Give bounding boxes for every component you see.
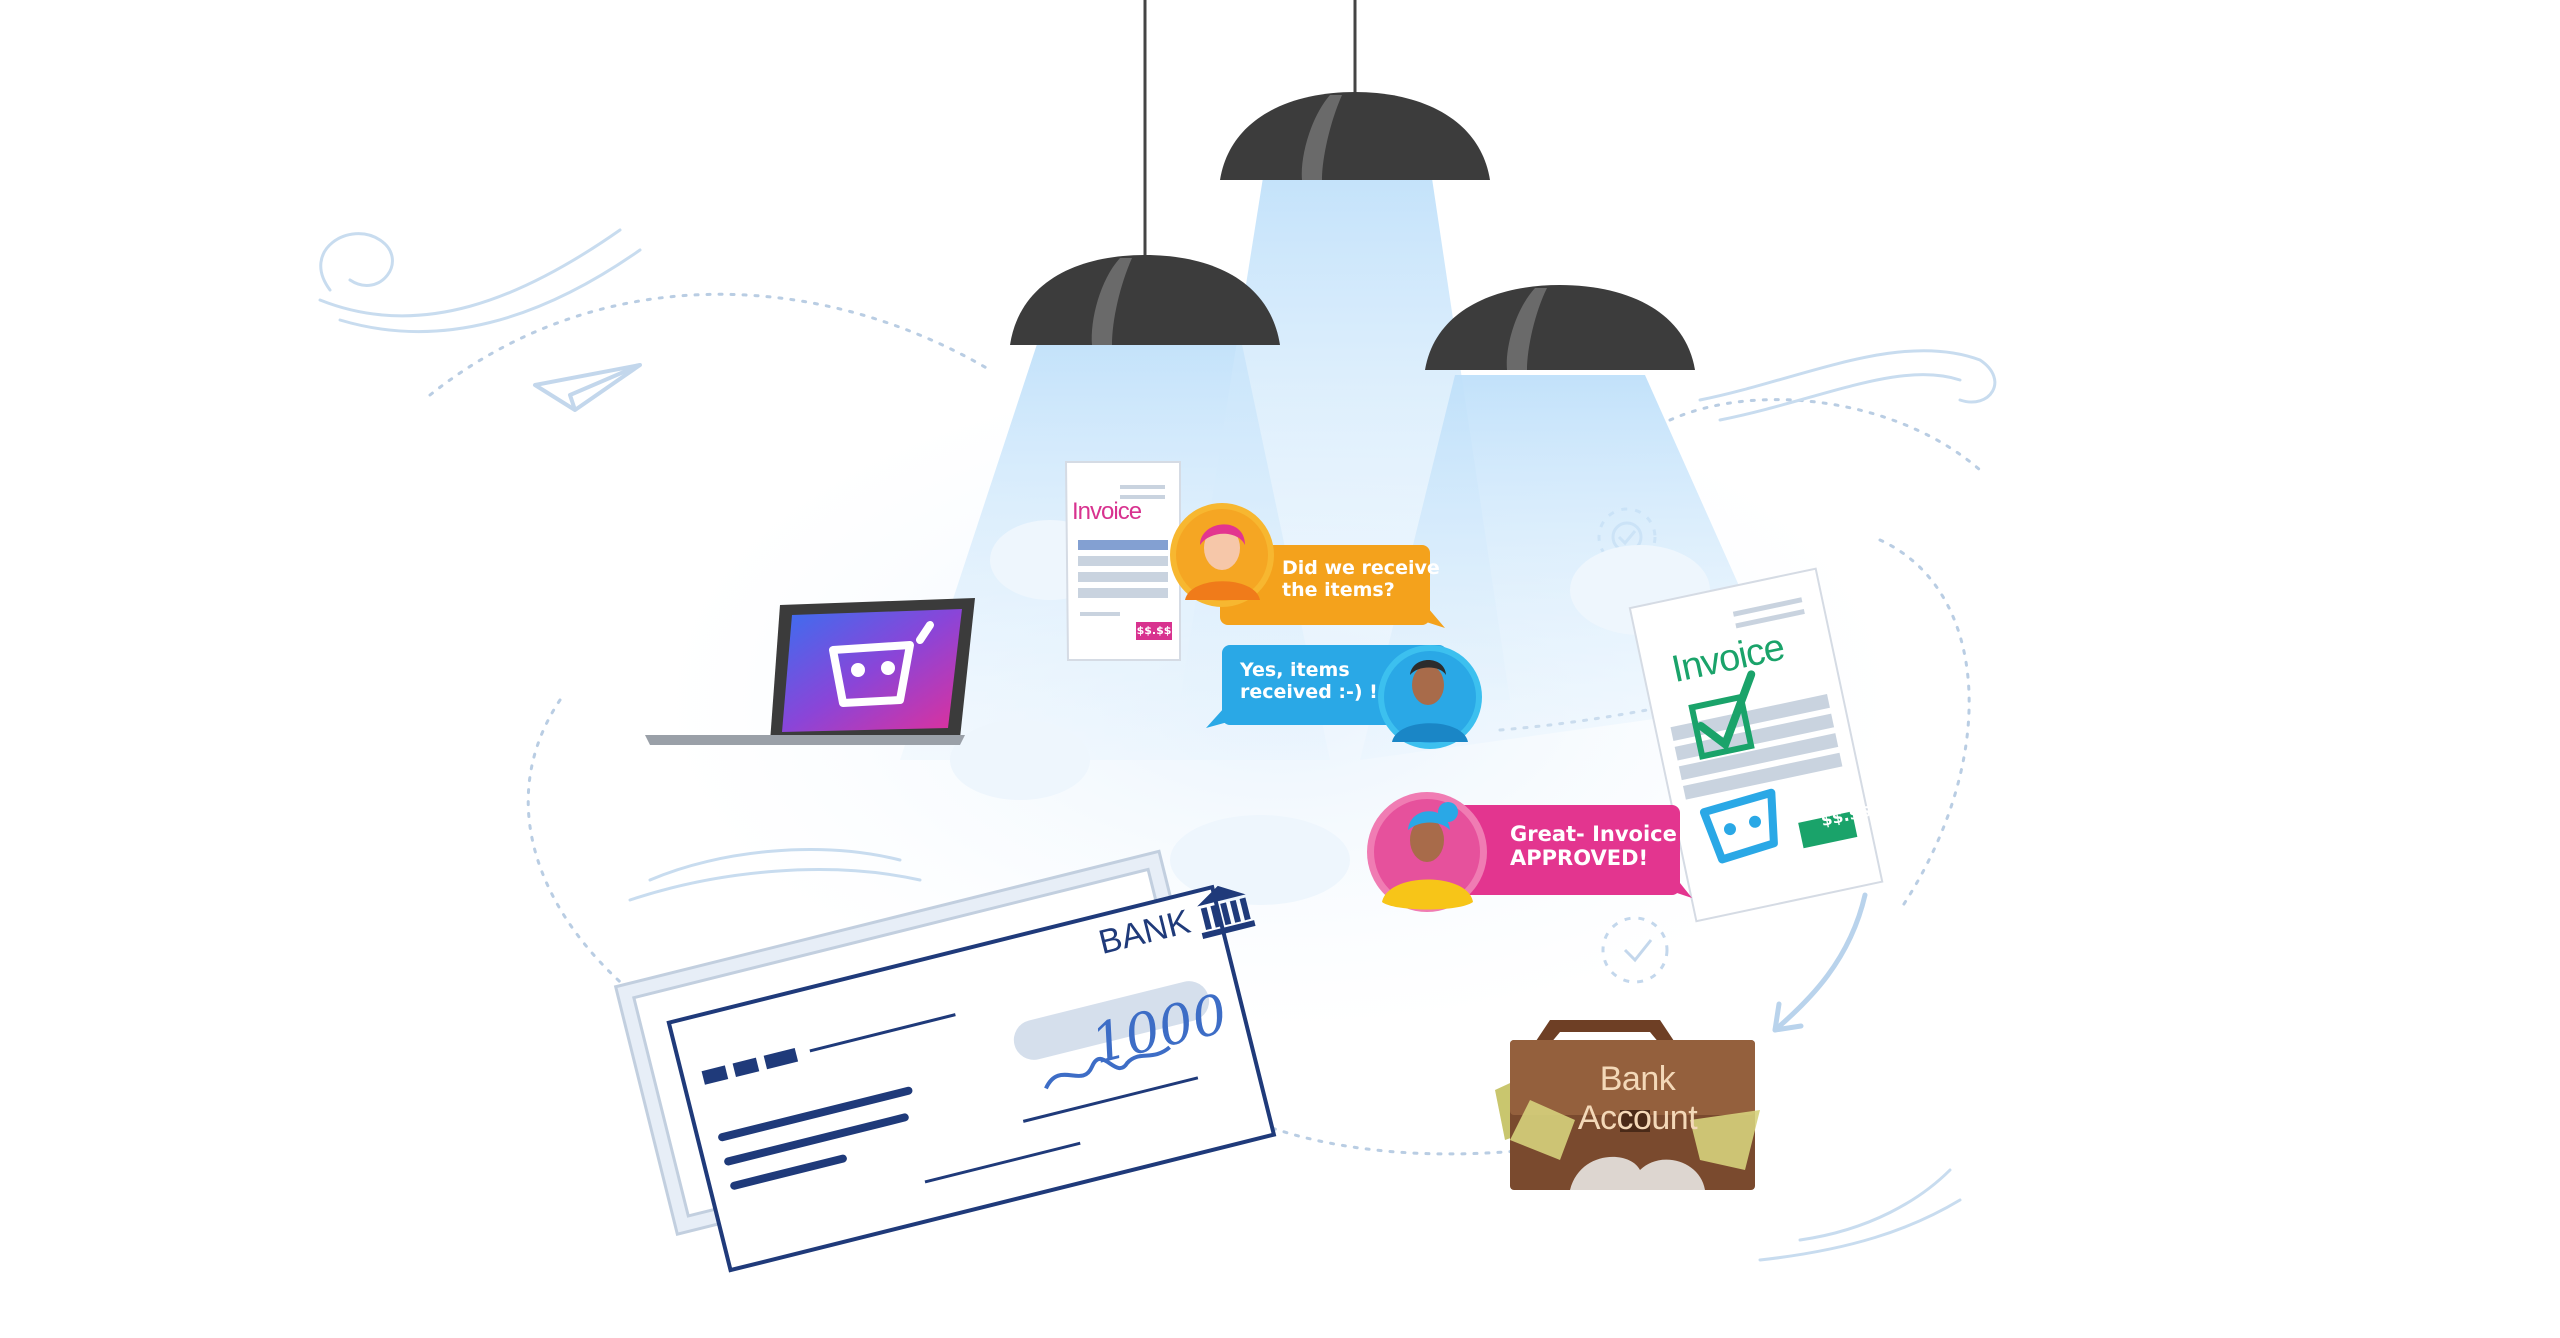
invoice-left — [1064, 461, 1181, 661]
chat-message-1-line1: Did we receive — [1282, 557, 1440, 579]
wind-swirls — [318, 228, 1997, 1262]
pendant-lamp — [1220, 0, 1490, 180]
chat-message-1-line2: the items? — [1282, 578, 1395, 601]
chat-bubble-orange — [1170, 503, 1445, 628]
chat-bubble-blue — [1206, 645, 1482, 749]
arrow-to-bank-account — [1772, 892, 1868, 1033]
chat-message-1: Did we receive the items? — [1282, 557, 1440, 602]
invoice-left-price: $$.$$ — [1136, 624, 1172, 637]
chat-message-3-line1: Great- Invoice — [1510, 822, 1677, 846]
chat-message-3-line2: APPROVED! — [1510, 846, 1649, 871]
pendant-lamp — [1425, 285, 1695, 370]
paper-plane-icon — [533, 363, 642, 412]
checkmark-icon — [1601, 916, 1669, 984]
chat-message-2: Yes, items received :-) ! — [1240, 659, 1378, 704]
bank-account-label: Bank Account — [1577, 1060, 1698, 1137]
invoice-left-title: Invoice — [1072, 498, 1142, 525]
invoice-right — [1628, 567, 1884, 923]
cheque-front — [666, 884, 1277, 1273]
basket-logo-icon — [829, 621, 934, 707]
chat-message-2-line1: Yes, items — [1240, 659, 1350, 681]
chat-message-2-line2: received :-) ! — [1240, 680, 1378, 703]
pendant-lamp — [1010, 0, 1280, 345]
chat-message-3: Great- Invoice APPROVED! — [1510, 822, 1677, 870]
bank-building-icon — [1197, 885, 1256, 939]
bank-account-briefcase — [1495, 1020, 1760, 1190]
chat-bubble-pink — [1367, 792, 1692, 912]
